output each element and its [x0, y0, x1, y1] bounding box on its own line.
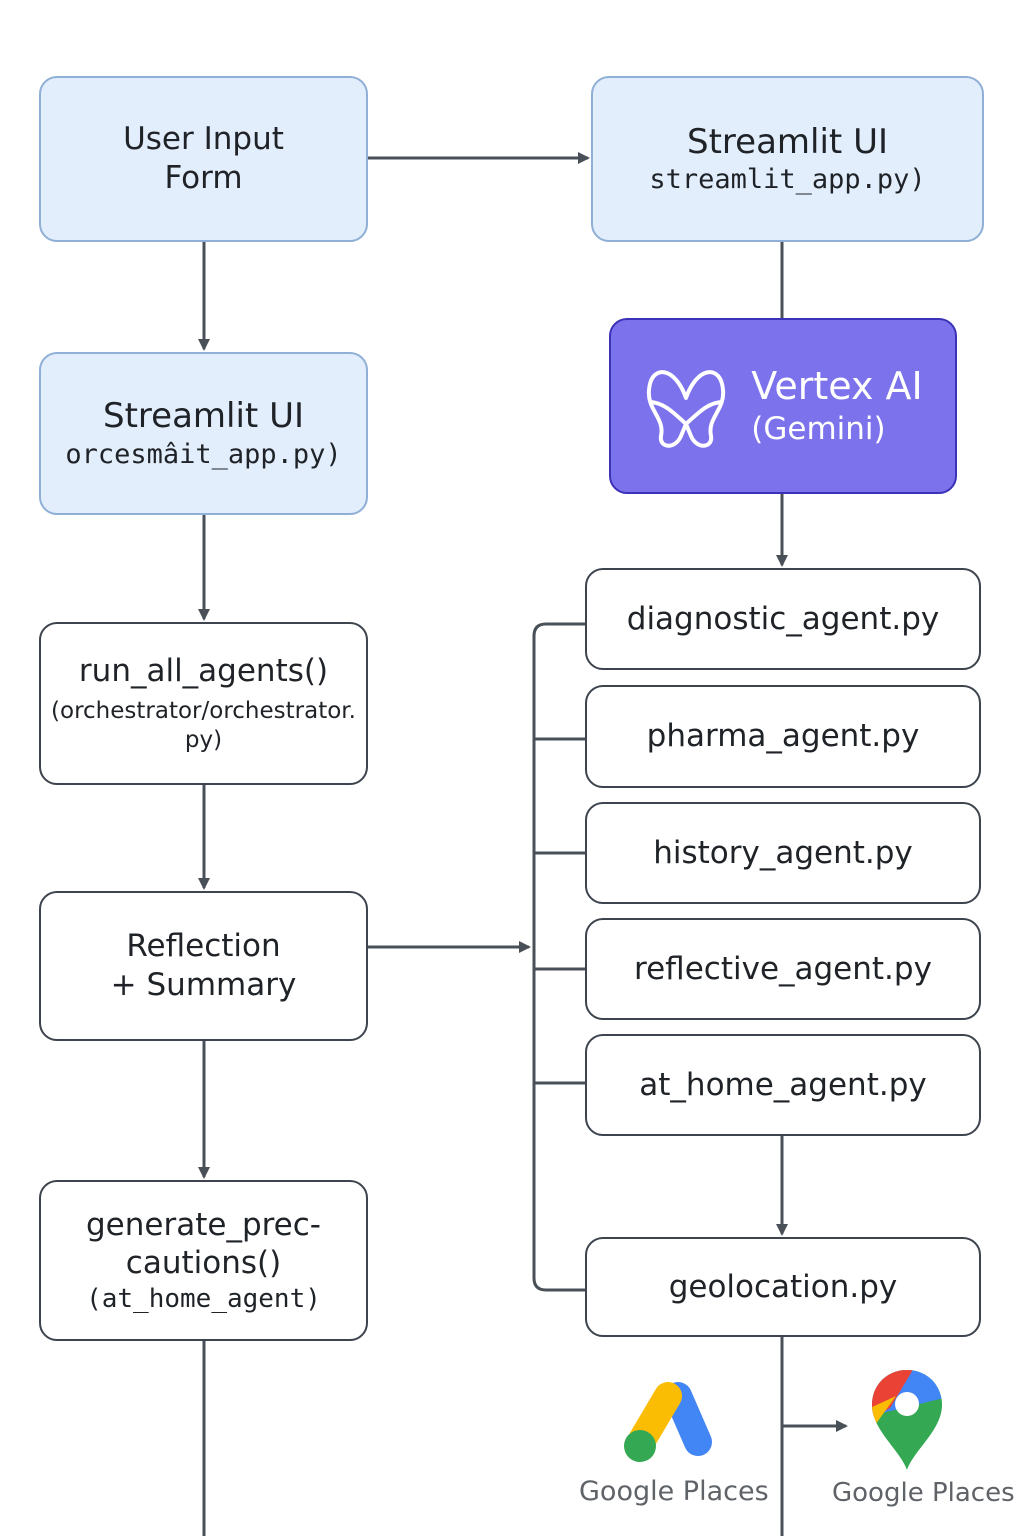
geolocation-node: geolocation.py	[585, 1237, 981, 1337]
history-agent-node: history_agent.py	[585, 802, 981, 904]
user-input-form-node: User Input Form	[39, 76, 368, 242]
user-input-form-label-2: Form	[164, 160, 243, 196]
vertex-ai-icon	[643, 358, 729, 454]
streamlit-app-node: Streamlit UI streamlit_app.py)	[591, 76, 984, 242]
precautions-label-2: cautions()	[125, 1245, 282, 1282]
at-home-agent-node: at_home_agent.py	[585, 1034, 981, 1136]
diagnostic-agent-node: diagnostic_agent.py	[585, 568, 981, 670]
run-all-agents-path-2: py)	[184, 726, 223, 753]
run-all-agents-node: run_all_agents() (orchestrator/orchestra…	[39, 622, 368, 785]
streamlit-app-file: streamlit_app.py)	[649, 164, 926, 196]
google-places-logo-icon	[618, 1378, 714, 1472]
agent-bus	[532, 622, 585, 1292]
precautions-label-3: (at_home_agent)	[86, 1284, 321, 1314]
reflective-agent-node: reflective_agent.py	[585, 918, 981, 1020]
reflection-label-1: Reflection	[126, 928, 281, 965]
google-maps-caption: Google Places	[832, 1478, 1015, 1508]
pharma-agent-label: pharma_agent.py	[646, 718, 920, 755]
diagnostic-agent-label: diagnostic_agent.py	[626, 600, 940, 637]
pharma-agent-node: pharma_agent.py	[585, 685, 981, 788]
precautions-label-1: generate_prec-	[86, 1206, 321, 1243]
vertex-ai-subtitle: (Gemini)	[751, 411, 886, 448]
at-home-agent-label: at_home_agent.py	[639, 1066, 927, 1103]
geolocation-label: geolocation.py	[668, 1268, 898, 1305]
reflection-label-2: + Summary	[110, 967, 297, 1003]
vertex-ai-title: Vertex AI	[751, 363, 923, 408]
google-maps-pin-icon	[870, 1368, 944, 1476]
vertex-ai-node: Vertex AI (Gemini)	[609, 318, 957, 494]
streamlit-orchestrator-file: orcesmâit_app.py)	[65, 438, 342, 470]
google-places-caption: Google Places	[579, 1476, 769, 1507]
run-all-agents-path-1: (orchestrator/orchestrator.	[51, 698, 356, 725]
user-input-form-label-1: User Input	[123, 121, 284, 158]
history-agent-label: history_agent.py	[653, 834, 913, 871]
reflection-summary-node: Reflection + Summary	[39, 891, 368, 1041]
reflective-agent-label: reflective_agent.py	[634, 950, 932, 987]
run-all-agents-title: run_all_agents()	[78, 653, 329, 690]
streamlit-app-title: Streamlit UI	[687, 121, 888, 162]
generate-precautions-node: generate_prec- cautions() (at_home_agent…	[39, 1180, 368, 1341]
streamlit-orchestrator-title: Streamlit UI	[103, 396, 304, 437]
streamlit-orchestrator-node: Streamlit UI orcesmâit_app.py)	[39, 352, 368, 515]
